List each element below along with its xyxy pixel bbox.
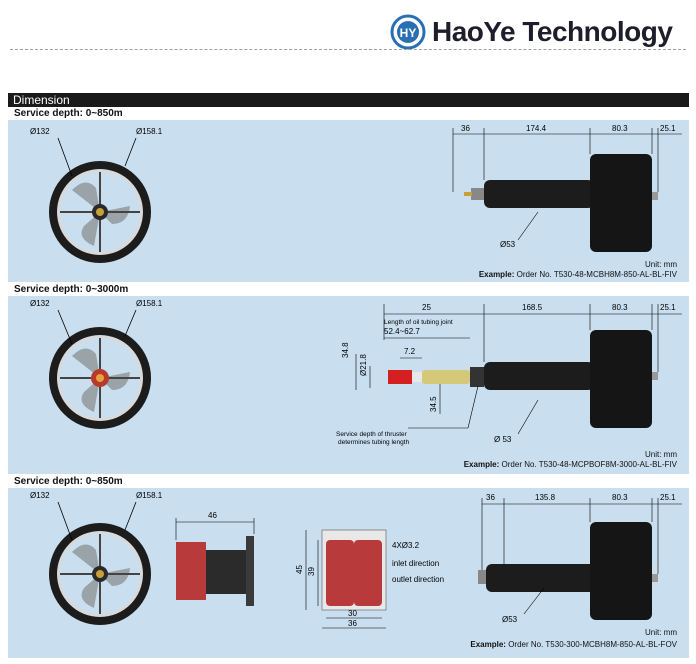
svg-text:inlet direction: inlet direction bbox=[392, 559, 439, 568]
svg-text:46: 46 bbox=[208, 511, 217, 520]
svg-text:39: 39 bbox=[307, 567, 316, 576]
logo-mark-icon: HY bbox=[390, 14, 426, 50]
drawing-panel-3: Ø132 Ø158.1 46 45 39 30 36 4XØ3.2 inlet … bbox=[30, 491, 682, 629]
svg-text:25.1: 25.1 bbox=[660, 124, 676, 133]
svg-text:36: 36 bbox=[486, 493, 495, 502]
svg-text:135.8: 135.8 bbox=[535, 493, 556, 502]
section-header: Dimension bbox=[8, 93, 689, 107]
thruster-front-view bbox=[49, 327, 151, 429]
thruster-side-view bbox=[464, 154, 658, 252]
panel-850m-a: Service depth: 0~850m Ø132 Ø158.1 bbox=[8, 108, 689, 282]
svg-text:25.1: 25.1 bbox=[660, 303, 676, 312]
company-logo: HY HaoYe Technology bbox=[390, 10, 673, 54]
svg-text:80.3: 80.3 bbox=[612, 493, 628, 502]
company-name: HaoYe Technology bbox=[432, 16, 673, 47]
thruster-front-view bbox=[49, 161, 151, 263]
svg-text:36: 36 bbox=[461, 124, 470, 133]
example-order: Example: Order No. T530-48-MCBH8M-850-AL… bbox=[478, 270, 677, 279]
unit-label: Unit: mm bbox=[645, 260, 677, 269]
svg-text:80.3: 80.3 bbox=[612, 303, 628, 312]
svg-text:Ø158.1: Ø158.1 bbox=[136, 491, 163, 500]
example-order: Example: Order No. T530-300-MCBH8M-850-A… bbox=[470, 640, 677, 649]
svg-text:45: 45 bbox=[295, 565, 304, 574]
svg-text:30: 30 bbox=[348, 609, 357, 618]
svg-text:Ø 53: Ø 53 bbox=[494, 435, 512, 444]
svg-text:Ø132: Ø132 bbox=[30, 127, 50, 136]
valve-block-front bbox=[321, 529, 387, 611]
service-depth-label: Service depth: 0~850m bbox=[14, 476, 123, 487]
thruster-front-view bbox=[49, 523, 151, 625]
section-title: Dimension bbox=[13, 93, 70, 107]
thruster-side-view bbox=[388, 330, 658, 428]
svg-text:Ø158.1: Ø158.1 bbox=[136, 299, 163, 308]
svg-text:Ø53: Ø53 bbox=[502, 615, 518, 624]
svg-text:25.1: 25.1 bbox=[660, 493, 676, 502]
example-order: Example: Order No. T530-48-MCPBOF8M-3000… bbox=[463, 460, 677, 469]
svg-text:52.4~62.7: 52.4~62.7 bbox=[384, 327, 420, 336]
page-header: HY HaoYe Technology bbox=[0, 0, 696, 92]
service-depth-label: Service depth: 0~850m bbox=[14, 108, 123, 119]
svg-text:HY: HY bbox=[400, 26, 417, 40]
unit-label: Unit: mm bbox=[645, 628, 677, 637]
svg-text:Ø21.8: Ø21.8 bbox=[359, 354, 368, 376]
svg-text:Ø132: Ø132 bbox=[30, 491, 50, 500]
svg-text:Service depth of thruster: Service depth of thruster bbox=[336, 431, 408, 438]
thruster-side-view bbox=[478, 522, 658, 620]
svg-text:25: 25 bbox=[422, 303, 431, 312]
service-depth-label: Service depth: 0~3000m bbox=[14, 284, 129, 295]
svg-text:34.5: 34.5 bbox=[429, 396, 438, 412]
svg-text:Length of oil tubing joint: Length of oil tubing joint bbox=[384, 319, 453, 326]
svg-text:174.4: 174.4 bbox=[526, 124, 547, 133]
svg-text:determines tubing length: determines tubing length bbox=[338, 439, 410, 446]
panel-3000m: Service depth: 0~3000m Ø132 Ø158.1 bbox=[8, 284, 689, 474]
header-divider bbox=[10, 49, 686, 50]
svg-text:7.2: 7.2 bbox=[404, 347, 416, 356]
svg-text:80.3: 80.3 bbox=[612, 124, 628, 133]
unit-label: Unit: mm bbox=[645, 450, 677, 459]
svg-text:34.8: 34.8 bbox=[341, 342, 350, 358]
panel-850m-b: Service depth: 0~850m Ø132 Ø158.1 46 bbox=[8, 476, 689, 658]
drawing-panel-1: Ø132 Ø158.1 36 174.4 80.3 25.1 Ø53 bbox=[30, 124, 682, 263]
valve-block-side bbox=[176, 536, 254, 606]
svg-text:Ø132: Ø132 bbox=[30, 299, 50, 308]
svg-text:outlet direction: outlet direction bbox=[392, 575, 444, 584]
svg-text:Ø53: Ø53 bbox=[500, 240, 516, 249]
svg-text:168.5: 168.5 bbox=[522, 303, 543, 312]
svg-text:36: 36 bbox=[348, 619, 357, 628]
svg-text:4XØ3.2: 4XØ3.2 bbox=[392, 541, 420, 550]
svg-text:Ø158.1: Ø158.1 bbox=[136, 127, 163, 136]
drawing-panel-2: Ø132 Ø158.1 25 168.5 80.3 25.1 Length of… bbox=[30, 299, 682, 446]
